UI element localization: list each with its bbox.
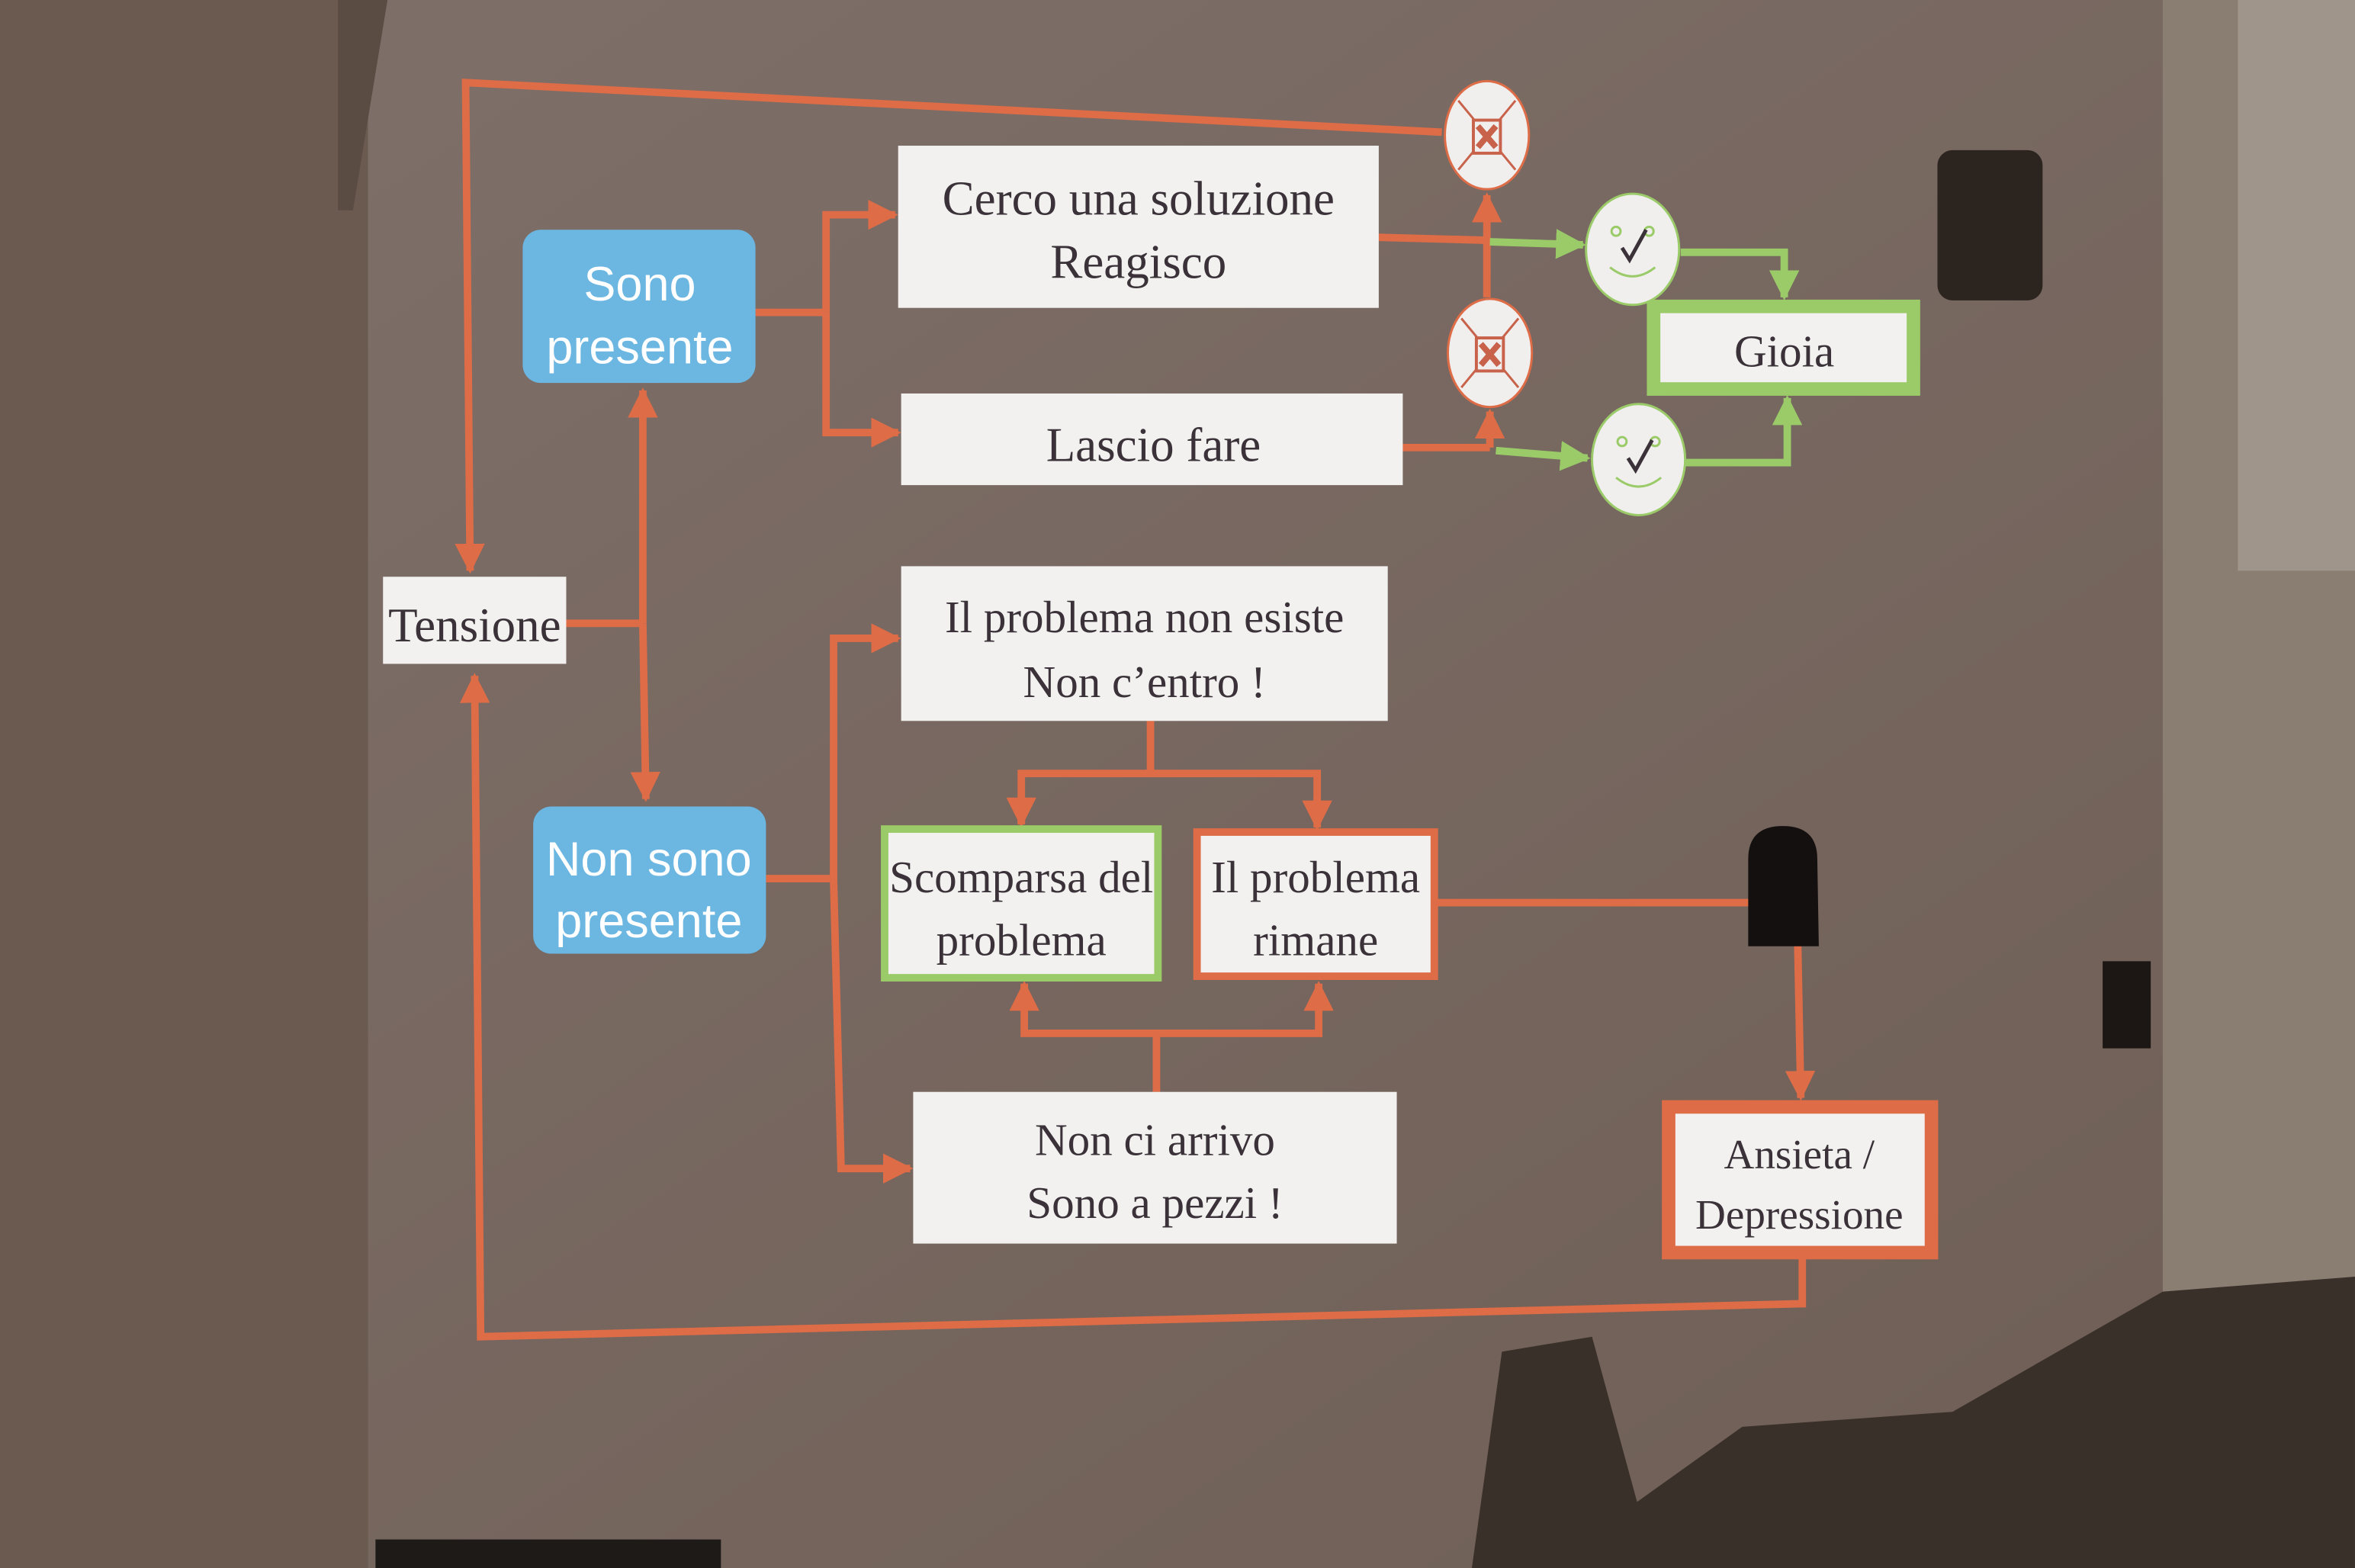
node-label: Sono a pezzi ! bbox=[1026, 1178, 1283, 1228]
node-label: Lascio fare bbox=[1046, 419, 1261, 472]
node-label: Il problema bbox=[1211, 852, 1420, 902]
node-problema-non-esiste: Il problema non esiste Non c’entro ! bbox=[901, 566, 1388, 721]
pillar-edge bbox=[338, 0, 388, 210]
node-label: Il problema non esiste bbox=[945, 592, 1344, 642]
wall-niche bbox=[1748, 826, 1819, 946]
node-label: Tensione bbox=[388, 599, 561, 652]
node-label: Sono bbox=[583, 258, 696, 311]
node-label: presente bbox=[555, 895, 742, 948]
bags-and-objects bbox=[1471, 1276, 2355, 1568]
node-cerco-soluzione: Cerco una soluzione Reagisco bbox=[898, 146, 1379, 308]
wall-outlet bbox=[2103, 961, 2151, 1049]
node-non-ci-arrivo: Non ci arrivo Sono a pezzi ! bbox=[913, 1091, 1397, 1244]
node-ansieta-depressione: Ansieta / Depressione bbox=[1662, 1100, 1939, 1260]
node-label: Depressione bbox=[1695, 1191, 1903, 1238]
blocked-x-icon bbox=[1447, 297, 1534, 409]
node-label: Non c’entro ! bbox=[1023, 657, 1266, 707]
node-label: Scomparsa del bbox=[889, 852, 1153, 902]
speaker-box bbox=[375, 1539, 721, 1568]
node-label: rimane bbox=[1253, 915, 1378, 966]
blocked-x-icon bbox=[1444, 79, 1531, 191]
wall-lamp bbox=[1937, 149, 2043, 300]
right-wall-column bbox=[2238, 0, 2355, 571]
node-label: Cerco una soluzione bbox=[943, 172, 1335, 226]
node-scomparsa-problema: Scomparsa del problema bbox=[881, 825, 1162, 982]
node-gioia: Gioia bbox=[1647, 299, 1920, 396]
node-label: problema bbox=[937, 915, 1107, 966]
node-label: presente bbox=[546, 321, 733, 374]
orange-connectors bbox=[455, 79, 1816, 1341]
node-lascio-fare: Lascio fare bbox=[901, 393, 1403, 486]
smiley-check-icon bbox=[1591, 403, 1687, 516]
node-non-sono-presente: Non sono presente bbox=[533, 806, 766, 954]
node-label: Gioia bbox=[1734, 326, 1834, 377]
node-label: Non ci arrivo bbox=[1035, 1114, 1275, 1165]
node-label: Reagisco bbox=[1050, 235, 1226, 288]
left-pillar bbox=[0, 0, 368, 1568]
green-connectors bbox=[1489, 229, 1803, 471]
node-label: Ansieta / bbox=[1724, 1131, 1875, 1178]
smiley-check-icon bbox=[1585, 192, 1681, 307]
node-sono-presente: Sono presente bbox=[522, 230, 756, 384]
node-label: Non sono bbox=[546, 833, 752, 886]
node-tensione: Tensione bbox=[383, 577, 567, 664]
node-problema-rimane: Il problema rimane bbox=[1193, 828, 1438, 980]
